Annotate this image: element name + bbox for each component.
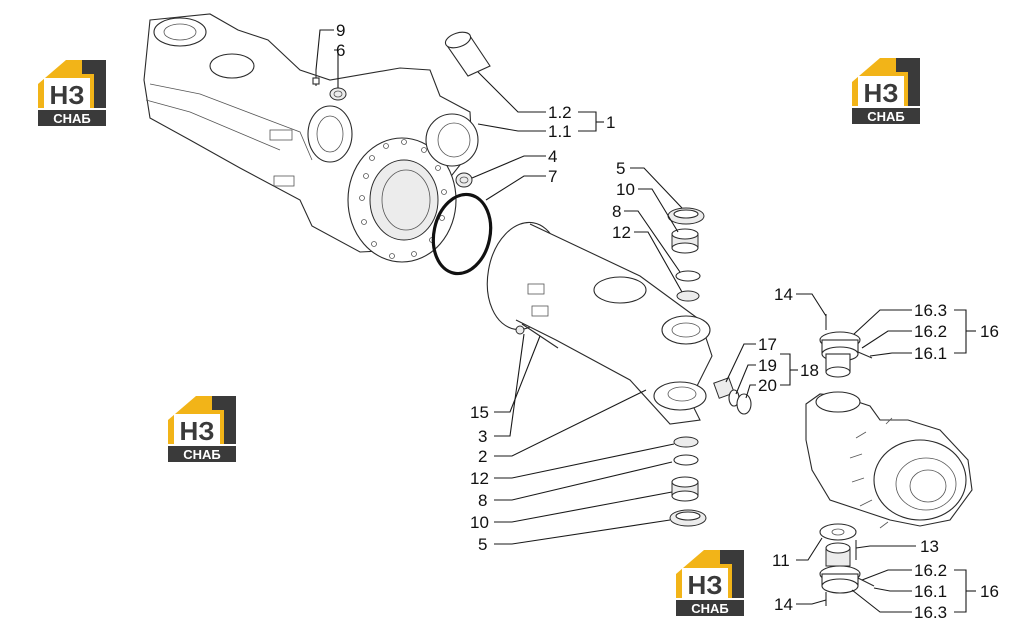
callout-9: 9	[336, 21, 345, 40]
callout-1-2: 1.2	[548, 103, 572, 122]
swing-housing	[486, 221, 713, 425]
callout-10-lower: 10	[470, 513, 489, 532]
callout-13: 13	[920, 537, 939, 556]
lower-circlip-8	[673, 454, 699, 466]
nz-snab-logo: НЗ СНАБ	[672, 546, 748, 618]
callout-16-2-upper: 16.2	[914, 322, 947, 341]
callout-16-1-upper: 16.1	[914, 344, 947, 363]
callout-10-upper: 10	[616, 180, 635, 199]
lower-pin-13	[825, 540, 857, 567]
callout-18: 18	[800, 361, 819, 380]
callout-15: 15	[470, 403, 489, 422]
logo-text-bottom: СНАБ	[53, 111, 91, 126]
callout-16-3-lower: 16.3	[914, 603, 947, 622]
callout-2: 2	[478, 447, 487, 466]
lower-seal-5	[669, 509, 707, 527]
callout-17: 17	[758, 335, 777, 354]
callout-20: 20	[758, 376, 777, 395]
lower-grease-nipple	[857, 577, 875, 587]
callout-7: 7	[548, 167, 557, 186]
wheel-hub	[805, 391, 973, 529]
callout-12-lower: 12	[470, 469, 489, 488]
leader-lines	[315, 29, 976, 613]
bushing-1-2	[444, 31, 491, 77]
logo-text-bottom: СНАБ	[183, 447, 221, 462]
callout-14-lower: 14	[774, 595, 793, 614]
logo-text-bottom: СНАБ	[867, 109, 905, 124]
callout-8-lower: 8	[478, 491, 487, 510]
upper-bushing-10	[671, 228, 699, 254]
plug-4	[455, 172, 473, 188]
callout-16-lower: 16	[980, 582, 999, 601]
callout-16-1-lower: 16.1	[914, 582, 947, 601]
logo-text-bottom: СНАБ	[691, 601, 729, 616]
o-ring-7	[431, 192, 493, 276]
upper-grease-nipple	[857, 351, 873, 359]
callout-12-upper: 12	[612, 223, 631, 242]
callout-4: 4	[548, 147, 557, 166]
callout-5-lower: 5	[478, 535, 487, 554]
nz-snab-logo: НЗ СНАБ	[848, 54, 924, 126]
callout-16-3-upper: 16.3	[914, 301, 947, 320]
lower-kingpin-cap	[819, 565, 861, 594]
logo-text-top: НЗ	[863, 78, 898, 108]
callout-19: 19	[758, 356, 777, 375]
grease-fitting	[312, 70, 320, 86]
callout-1-1: 1.1	[548, 122, 572, 141]
pin-17	[713, 377, 735, 399]
callout-16-2-lower: 16.2	[914, 561, 947, 580]
logo-text-top: НЗ	[179, 416, 214, 446]
callout-11: 11	[772, 551, 790, 570]
nz-snab-logo: НЗ СНАБ	[164, 392, 240, 464]
plug-3	[515, 325, 525, 335]
logo-text-top: НЗ	[687, 570, 722, 600]
lower-kingpin-plate-11	[819, 523, 857, 541]
callout-8-upper: 8	[612, 202, 621, 221]
callout-6: 6	[336, 41, 345, 60]
lower-shim-12	[673, 436, 699, 448]
upper-seal-5	[667, 207, 705, 225]
callout-5-upper: 5	[616, 159, 625, 178]
callout-16-upper: 16	[980, 322, 999, 341]
lower-bushing-10	[671, 476, 699, 502]
nz-snab-logo: НЗ СНАБ	[34, 56, 110, 128]
ring-20	[736, 393, 752, 415]
callout-1: 1	[606, 113, 615, 132]
logo-text-top: НЗ	[49, 80, 84, 110]
upper-kingpin-cap	[819, 331, 861, 378]
plug-6	[329, 87, 347, 101]
callout-3: 3	[478, 427, 487, 446]
callout-14-upper: 14	[774, 285, 793, 304]
upper-circlip-8	[675, 270, 701, 282]
upper-shim-12	[676, 290, 700, 302]
axle-housing	[143, 13, 479, 263]
